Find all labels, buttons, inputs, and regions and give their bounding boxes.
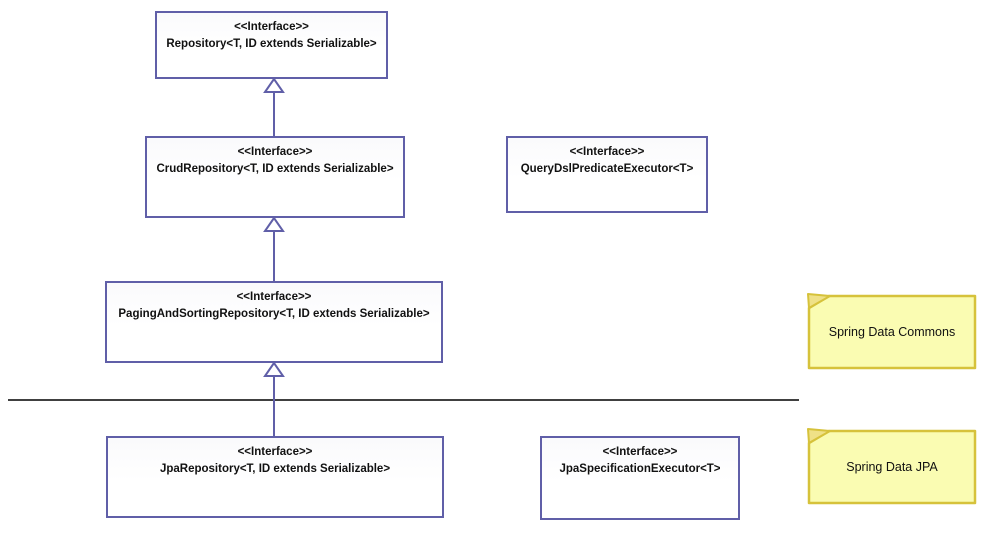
stereotype-label: <<Interface>> — [236, 291, 312, 303]
stereotype-label: <<Interface>> — [237, 146, 313, 158]
interface-name: QueryDslPredicateExecutor<T> — [520, 163, 694, 175]
stereotype-label: <<Interface>> — [602, 446, 678, 458]
interface-box-jpa-repository: <<Interface>> JpaRepository<T, ID extend… — [106, 436, 444, 518]
stereotype-label: <<Interface>> — [237, 446, 313, 458]
note-folded-corner-icon — [807, 293, 831, 309]
note-folded-corner-icon — [807, 428, 831, 444]
interface-name: CrudRepository<T, ID extends Serializabl… — [156, 163, 394, 175]
interface-box-repository: <<Interface>> Repository<T, ID extends S… — [155, 11, 388, 79]
interface-box-crud-repository: <<Interface>> CrudRepository<T, ID exten… — [145, 136, 405, 218]
note-shape — [807, 293, 977, 370]
note-spring-data-commons: Spring Data Commons — [805, 292, 979, 372]
stereotype-label: <<Interface>> — [569, 146, 645, 158]
inheritance-arrowhead-icon — [263, 77, 285, 93]
interface-name: JpaSpecificationExecutor<T> — [559, 463, 721, 475]
interface-name: JpaRepository<T, ID extends Serializable… — [159, 463, 391, 475]
inheritance-arrowhead-icon — [263, 361, 285, 377]
note-label: Spring Data Commons — [828, 325, 956, 339]
interface-name: Repository<T, ID extends Serializable> — [166, 38, 377, 50]
stereotype-label: <<Interface>> — [234, 21, 309, 33]
interface-box-paging-and-sorting-repository: <<Interface>> PagingAndSortingRepository… — [105, 281, 443, 363]
interface-box-jpa-specification-executor: <<Interface>> JpaSpecificationExecutor<T… — [540, 436, 740, 520]
interface-box-querydsl-predicate-executor: <<Interface>> QueryDslPredicateExecutor<… — [506, 136, 708, 213]
interface-name: PagingAndSortingRepository<T, ID extends… — [118, 308, 430, 320]
note-shape — [807, 428, 977, 505]
inheritance-arrowhead-icon — [263, 216, 285, 232]
note-spring-data-jpa: Spring Data JPA — [805, 427, 979, 507]
note-label: Spring Data JPA — [846, 460, 938, 474]
